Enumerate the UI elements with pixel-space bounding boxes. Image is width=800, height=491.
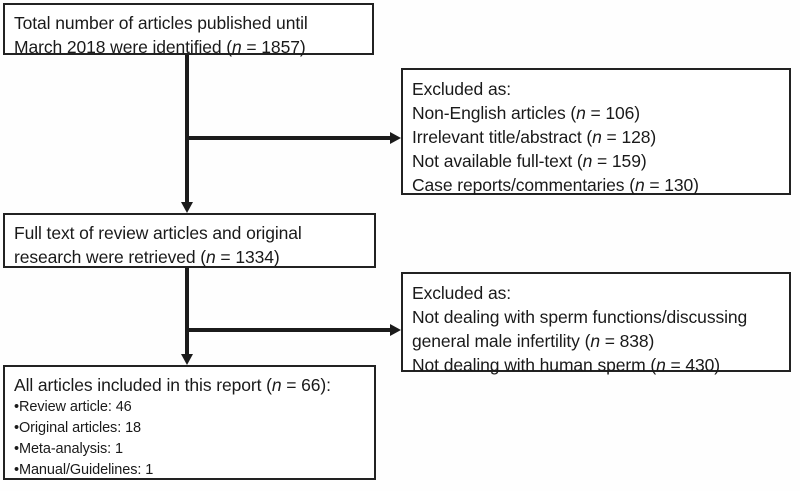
node-excluded-1-item-count: = 130) (644, 175, 699, 195)
node-identified-line-1: Total number of articles published until (14, 13, 308, 33)
node-excluded-2-line-1: Not dealing with sperm functions/discuss… (412, 307, 748, 327)
node-included-list-item: •Original articles: 18 (14, 418, 365, 439)
node-included-list-item: •Review article: 46 (14, 397, 365, 418)
node-excluded-1-item-n-symbol: n (634, 175, 645, 195)
node-excluded-1-item-label: Case reports/commentaries ( (412, 175, 635, 195)
node-included-heading: All articles included in this report (n … (14, 373, 365, 397)
node-included-n-symbol: n (271, 375, 282, 395)
node-excluded-2-line-3-n-symbol: n (656, 355, 666, 375)
node-retrieved-line-2-pre: research were retrieved ( (14, 247, 207, 267)
node-retrieved-line-1: Full text of review articles and origina… (14, 223, 302, 243)
node-excluded-2-line-3-count: = 430) (665, 355, 720, 375)
node-excluded-1-item-count: = 159) (592, 151, 647, 171)
node-excluded-1-item: Irrelevant title/abstract (n = 128) (412, 125, 780, 149)
node-retrieved-n-symbol: n (206, 247, 216, 267)
node-excluded-2-line-3-pre: Not dealing with human sperm ( (412, 355, 657, 375)
node-excluded-1-item-n-symbol: n (576, 103, 586, 123)
node-included-list-item: •Meta-analysis: 1 (14, 439, 365, 460)
node-excluded-1-item: Not available full-text (n = 159) (412, 149, 780, 173)
node-included-list-item-label: Meta-analysis: 1 (18, 441, 123, 457)
node-excluded-first-round: Excluded as: Non-English articles (n = 1… (401, 68, 791, 195)
node-excluded-1-item-count: = 128) (601, 127, 657, 147)
node-excluded-2-line-2: general male infertility (n = 838) (412, 329, 780, 353)
node-excluded-2-line-2-n-symbol: n (590, 331, 600, 351)
node-excluded-1-item-label: Not available full-text ( (412, 151, 583, 171)
node-excluded-1-item: Non-English articles (n = 106) (412, 101, 780, 125)
node-excluded-1-heading: Excluded as: (412, 79, 511, 99)
node-articles-included: All articles included in this report (n … (3, 365, 376, 480)
connector-identified-to-excluded-1-stem (185, 136, 392, 140)
node-included-list-item: •Manual/Guidelines: 1 (14, 460, 365, 481)
bullet-glyph: • (14, 399, 19, 415)
node-identified-line-2-post: = 1857) (241, 37, 306, 57)
node-included-heading-post: = 66): (281, 375, 331, 395)
connector-identified-to-retrieved-stem (185, 55, 189, 203)
node-excluded-2-line-3: Not dealing with human sperm (n = 430) (412, 353, 780, 377)
node-excluded-1-item-label: Non-English articles ( (412, 103, 577, 123)
node-retrieved-line-2-post: = 1334) (215, 247, 280, 267)
node-excluded-1-item-n-symbol: n (592, 127, 602, 147)
node-retrieved-line-2: research were retrieved (n = 1334) (14, 245, 365, 269)
node-excluded-1-item-n-symbol: n (582, 151, 593, 171)
node-identified-n-symbol: n (232, 37, 242, 57)
connector-retrieved-to-excluded-2-stem (185, 328, 392, 332)
bullet-glyph: • (14, 441, 19, 457)
node-excluded-second-round: Excluded as: Not dealing with sperm func… (401, 272, 791, 375)
node-excluded-2-line-2-pre: general male infertility ( (412, 331, 591, 351)
connector-identified-to-retrieved-arrowhead (181, 202, 193, 213)
connector-retrieved-to-included-arrowhead (181, 354, 193, 365)
node-excluded-1-item-label: Irrelevant title/abstract ( (412, 127, 593, 147)
bullet-glyph: • (14, 420, 19, 436)
node-included-list-item-label: Review article: 46 (18, 399, 132, 415)
node-full-text-retrieved: Full text of review articles and origina… (3, 213, 376, 268)
connector-retrieved-to-included-stem (185, 268, 189, 355)
connector-identified-to-excluded-1-arrowhead (390, 132, 401, 144)
bullet-glyph: • (14, 462, 19, 478)
node-articles-identified: Total number of articles published until… (3, 3, 374, 57)
connector-retrieved-to-excluded-2-arrowhead (390, 324, 401, 336)
node-excluded-1-item-count: = 106) (585, 103, 641, 123)
node-excluded-2-heading: Excluded as: (412, 283, 511, 303)
node-included-list-item-label: Original articles: 18 (18, 420, 141, 436)
node-excluded-1-item: Case reports/commentaries (n = 130) (412, 173, 780, 197)
node-excluded-2-line-2-count: = 838) (599, 331, 655, 351)
node-included-heading-pre: All articles included in this report ( (14, 375, 272, 395)
node-identified-line-2: March 2018 were identified (n = 1857) (14, 35, 363, 59)
node-included-list-item-label: Manual/Guidelines: 1 (18, 462, 154, 478)
node-identified-line-2-pre: March 2018 were identified ( (14, 37, 233, 57)
